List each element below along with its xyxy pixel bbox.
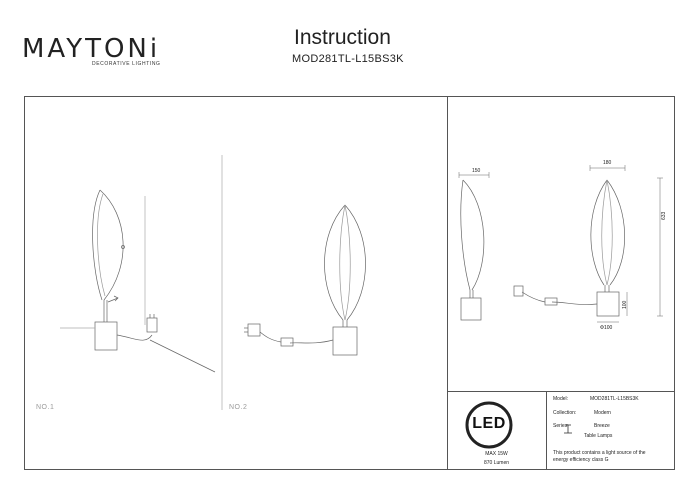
- model-code: MOD281TL-L15BS3K: [292, 53, 404, 65]
- led-max-power: MAX 15W: [485, 451, 508, 457]
- table-lamp-icon: [564, 424, 572, 434]
- dim-front-width: 180: [603, 160, 612, 166]
- info-series-label: Series:: [553, 423, 569, 429]
- dim-base-diameter: Φ100: [600, 325, 613, 331]
- step-1-drawing: [60, 189, 216, 373]
- brand-tagline: DECORATIVE LIGHTING: [92, 61, 161, 67]
- info-category: Table Lamps: [584, 433, 613, 439]
- led-badge-ring: [465, 401, 513, 449]
- dim-height: 633: [661, 211, 667, 220]
- led-badge-text: LED: [472, 415, 506, 432]
- led-lumen: 870 Lumen: [483, 460, 510, 466]
- dimension-drawing: [458, 165, 663, 323]
- step-2-label: NO.2: [229, 404, 248, 411]
- brand-logo: MAYTONi: [22, 34, 161, 64]
- dim-base-height: 100: [622, 300, 628, 309]
- step-2-drawing: [244, 204, 366, 356]
- info-series-value: Breeze: [594, 423, 610, 429]
- info-model-label: Model:: [553, 396, 569, 402]
- info-collection-value: Modern: [594, 410, 611, 416]
- info-model-value: MOD281TL-L15BS3K: [590, 396, 639, 402]
- document-title: Instruction: [294, 26, 391, 49]
- panel-divider: [447, 96, 448, 470]
- instruction-frame: [24, 96, 675, 470]
- info-collection-label: Collection:: [553, 410, 577, 416]
- info-divider: [447, 391, 675, 392]
- info-energy-note-2: energy efficiency class G: [553, 457, 609, 463]
- info-column-divider: [546, 391, 547, 470]
- step-1-label: NO.1: [36, 404, 55, 411]
- info-energy-note-1: This product contains a light source of …: [553, 450, 646, 456]
- dim-side-width: 150: [472, 168, 481, 174]
